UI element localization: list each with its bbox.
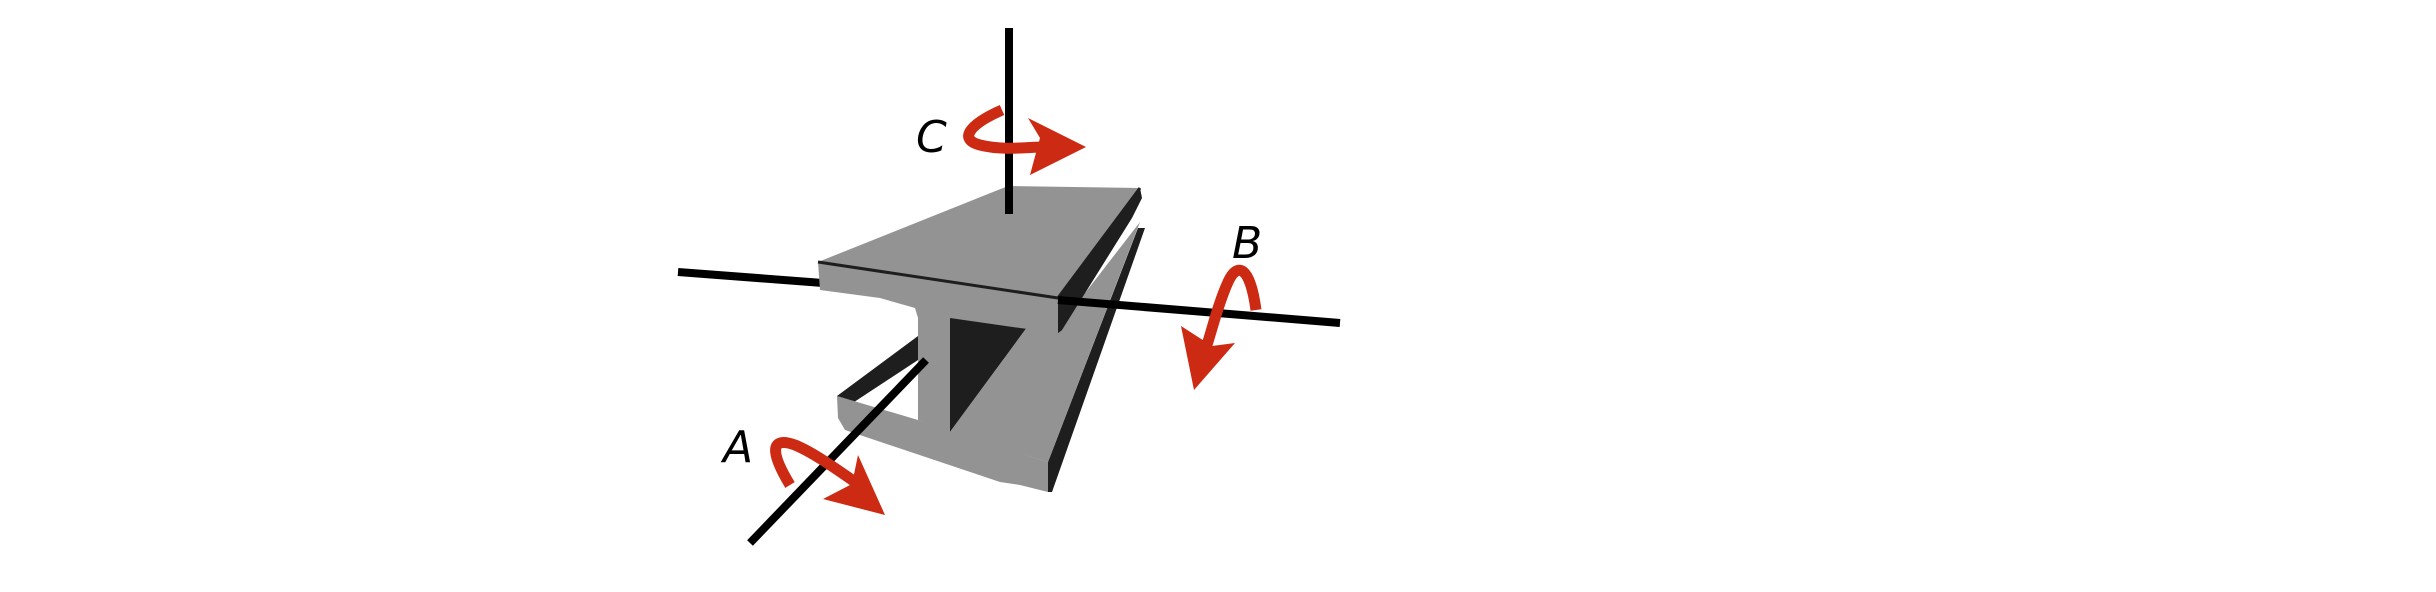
rotation-arrow-b-head: [1181, 326, 1235, 390]
axis-label-b: B: [1232, 218, 1262, 269]
axis-b-line-right: [1057, 296, 1341, 327]
beam-top-flange-top: [818, 186, 1140, 298]
axis-b-line-left: [677, 268, 824, 287]
rotation-arrow-a-head: [823, 455, 885, 515]
beam-bottom-flange-front: [837, 396, 1048, 492]
beam-top-flange-front: [818, 262, 1058, 333]
axis-label-a: A: [720, 422, 753, 473]
beam-bottom-flange-end: [1048, 228, 1145, 492]
i-beam: [817, 186, 1145, 492]
rotation-arrow-b-body: [1200, 264, 1262, 350]
rotation-arrow-b: [1181, 264, 1262, 390]
rotation-arrow-a: [770, 437, 885, 515]
rotation-arrow-c-head: [1028, 118, 1086, 175]
beam-top-flange-underside: [1058, 298, 1062, 333]
axis-a-line: [747, 357, 929, 546]
beam-top-flange-end: [1058, 188, 1142, 333]
axis-label-c: C: [916, 112, 947, 163]
beam-web-side: [950, 222, 1140, 462]
beam-web-inner-shadow: [950, 316, 1028, 432]
rotation-arrow-a-body: [770, 437, 859, 488]
beam-web-front-face: [918, 316, 950, 432]
rotation-arrow-c-body: [963, 104, 1041, 154]
beam-bottom-flange-shadow: [837, 336, 918, 410]
rotation-arrow-c: [963, 104, 1086, 175]
